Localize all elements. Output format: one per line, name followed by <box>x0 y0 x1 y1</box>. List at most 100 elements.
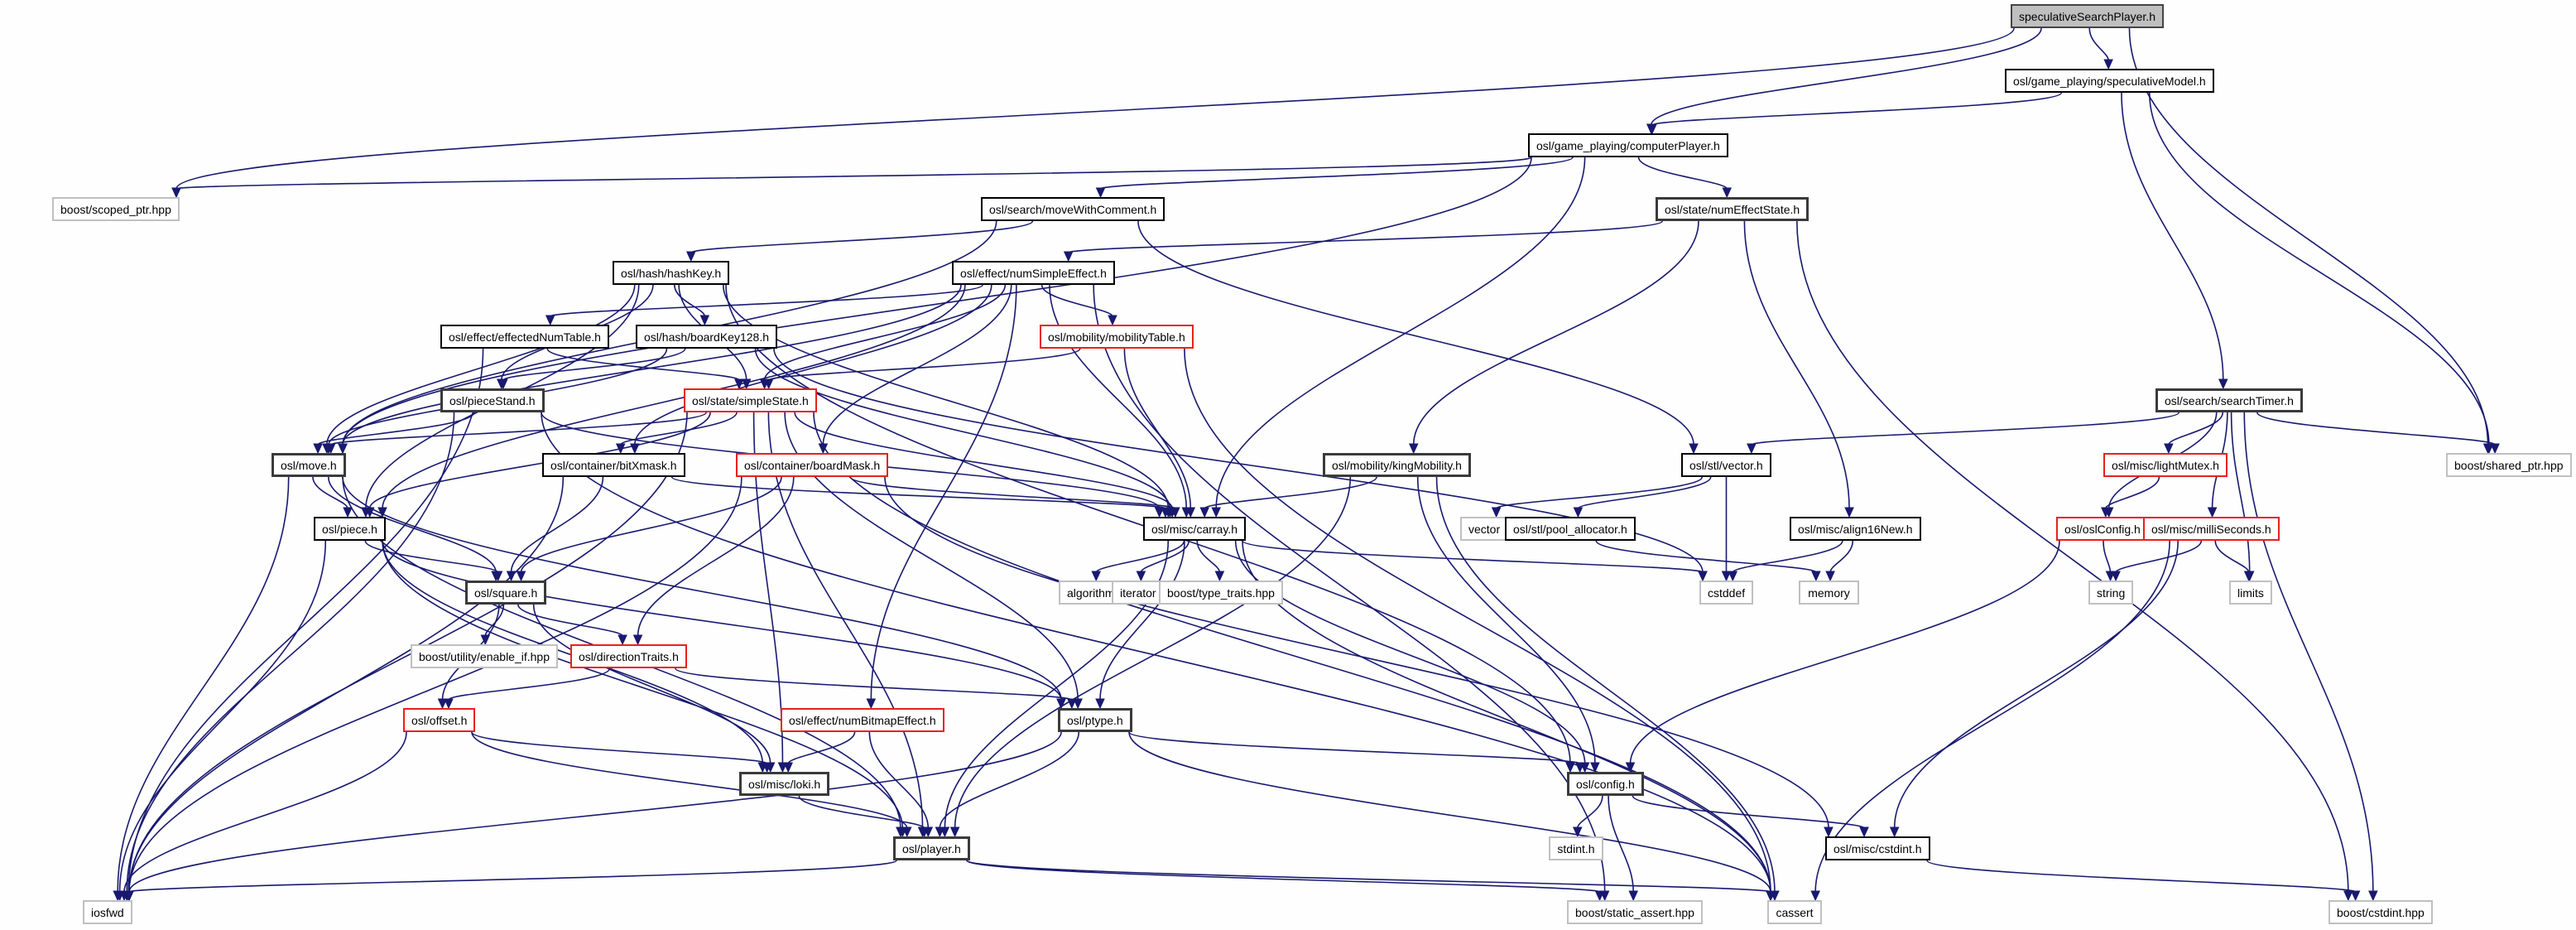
arrowhead-icon <box>1689 443 1699 455</box>
arrowhead-icon <box>2490 443 2500 455</box>
edge-move-to-square <box>328 476 497 573</box>
node-stl-vector[interactable]: osl/stl/vector.h <box>1681 453 1771 477</box>
edge-bitXmask-to-carray <box>670 476 1166 509</box>
edge-square-to-loki <box>532 604 771 764</box>
node-loki[interactable]: osl/misc/loki.h <box>739 772 830 796</box>
node-piece[interactable]: osl/piece.h <box>314 517 386 541</box>
node-offset[interactable]: osl/offset.h <box>403 708 476 732</box>
node-boost-shared-ptr: boost/shared_ptr.hpp <box>2446 453 2572 477</box>
node-osl-config[interactable]: osl/oslConfig.h <box>2056 517 2149 541</box>
node-simple-state[interactable]: osl/state/simpleState.h <box>684 388 817 412</box>
arrowhead-icon <box>1170 507 1180 518</box>
arrowhead-icon <box>1825 571 1835 582</box>
arrowhead-icon <box>1766 890 1776 902</box>
edge-milliSeconds-to-string <box>2115 540 2203 573</box>
node-player[interactable]: osl/player.h <box>893 836 970 860</box>
arrowhead-icon <box>2243 571 2254 582</box>
node-carray[interactable]: osl/misc/carray.h <box>1143 517 1246 541</box>
edge-carray-to-typeTraits <box>1196 540 1221 573</box>
edge-align16New-to-cstddef <box>1732 540 1843 573</box>
node-config[interactable]: osl/config.h <box>1567 772 1644 796</box>
node-misc-cstdint[interactable]: osl/misc/cstdint.h <box>1825 836 1930 860</box>
node-hash-key[interactable]: osl/hash/hashKey.h <box>613 261 730 285</box>
arrowhead-icon <box>866 698 877 710</box>
node-direction-traits[interactable]: osl/directionTraits.h <box>570 644 687 668</box>
edge-kingMobility-to-cassert <box>1435 476 1776 893</box>
node-speculative-model[interactable]: osl/game_playing/speculativeModel.h <box>2005 69 2214 93</box>
arrowhead-icon <box>1063 251 1074 263</box>
edge-piece-to-iosfwd <box>118 540 327 893</box>
node-king-mobility[interactable]: osl/mobility/kingMobility.h <box>1323 453 1471 477</box>
arrowhead-icon <box>935 826 945 838</box>
edge-searchTimer-to-stlVector <box>1751 412 2180 446</box>
arrowhead-icon <box>763 378 774 390</box>
node-std-string: string <box>2088 581 2134 605</box>
arrowhead-icon <box>1136 571 1146 582</box>
node-search-timer[interactable]: osl/search/searchTimer.h <box>2155 388 2303 412</box>
node-effected-num-table[interactable]: osl/effect/effectedNumTable.h <box>440 325 609 349</box>
node-ptype[interactable]: osl/ptype.h <box>1058 708 1132 732</box>
arrowhead-icon <box>498 378 508 390</box>
edge-kingMobility-to-config <box>1416 476 1596 764</box>
arrowhead-icon <box>1572 826 1583 838</box>
arrowhead-icon <box>1625 762 1636 773</box>
arrowhead-icon <box>1161 507 1170 518</box>
edge-specModel-to-sharedPtr <box>2148 92 2490 446</box>
edge-player-to-iosfwd <box>128 860 897 893</box>
node-move[interactable]: osl/move.h <box>272 453 346 477</box>
arrowhead-icon <box>1721 571 1732 582</box>
arrowhead-icon <box>1199 507 1210 518</box>
node-num-effect-state[interactable]: osl/state/numEffectState.h <box>1656 197 1809 221</box>
edge-milliSeconds-to-miscCstdint <box>1893 540 2179 829</box>
node-boost-static-assert: boost/static_assert.hpp <box>1567 900 1703 924</box>
edge-numSimpleEffect-to-numBitmapEffect <box>870 284 1017 701</box>
edge-hashKey-to-boardKey128 <box>674 284 706 317</box>
node-num-bitmap-effect[interactable]: osl/effect/numBitmapEffect.h <box>781 708 944 732</box>
edge-ptype-to-iosfwd <box>128 731 1062 893</box>
node-milli-seconds[interactable]: osl/misc/milliSeconds.h <box>2143 517 2280 541</box>
arrowhead-icon <box>685 251 696 263</box>
edge-numEffectState-to-boostCstdint <box>1796 220 2349 893</box>
node-move-with-comment[interactable]: osl/search/moveWithComment.h <box>981 197 1165 221</box>
node-mobility-table[interactable]: osl/mobility/mobilityTable.h <box>1040 325 1194 349</box>
edge-bitXmask-to-square <box>510 476 604 573</box>
node-square[interactable]: osl/square.h <box>465 581 547 605</box>
arrowhead-icon <box>2368 890 2378 902</box>
edge-searchTimer-to-boostCstdint <box>2243 412 2374 893</box>
edge-carray-to-ptype <box>1099 540 1185 701</box>
edge-boardMask-to-carray <box>849 476 1176 509</box>
node-light-mutex[interactable]: osl/misc/lightMutex.h <box>2103 453 2228 477</box>
arrowhead-icon <box>1859 826 1869 838</box>
arrowhead-icon <box>762 762 772 773</box>
edge-offset-to-loki <box>471 731 768 764</box>
node-pool-allocator[interactable]: osl/stl/pool_allocator.h <box>1505 517 1636 541</box>
node-computer-player[interactable]: osl/game_playing/computerPlayer.h <box>1528 133 1728 157</box>
arrowhead-icon <box>1408 443 1419 455</box>
node-std-cstddef: cstddef <box>1699 581 1754 605</box>
arrowhead-icon <box>2101 507 2111 518</box>
edge-oslConfig-to-config <box>1629 540 2060 764</box>
edge-numEffectState-to-align16New <box>1743 220 1850 509</box>
edge-numSimpleEffect-to-mobilityTable <box>1040 284 1113 317</box>
node-std-iosfwd: iosfwd <box>83 900 132 924</box>
edge-boardKey128-to-carray <box>754 348 1171 509</box>
edge-moveWithComment-to-hashKey <box>690 220 1034 253</box>
edge-numSimpleEffect-to-effectedNumTable <box>549 284 983 317</box>
node-board-key-128[interactable]: osl/hash/boardKey128.h <box>636 325 777 349</box>
node-piece-stand[interactable]: osl/pieceStand.h <box>440 388 545 412</box>
node-speculative-search-player: speculativeSearchPlayer.h <box>2011 4 2164 28</box>
node-num-simple-effect[interactable]: osl/effect/numSimpleEffect.h <box>952 261 1115 285</box>
node-board-mask[interactable]: osl/container/boardMask.h <box>736 453 889 477</box>
arrowhead-icon <box>2484 443 2494 455</box>
node-bit-xmask[interactable]: osl/container/bitXmask.h <box>542 453 685 477</box>
arrowhead-icon <box>734 378 744 390</box>
arrowhead-icon <box>2350 890 2361 902</box>
arrowhead-icon <box>1647 123 1657 135</box>
node-align16-new[interactable]: osl/misc/align16New.h <box>1790 517 1921 541</box>
edge-boardMask-to-square <box>520 476 782 573</box>
edge-stlVector-to-vector <box>1495 476 1704 509</box>
edge-root-to-computerPlayer <box>1650 27 2042 126</box>
arrowhead-icon <box>1590 762 1600 773</box>
arrowhead-icon <box>1698 571 1708 582</box>
edge-numEffectState-to-numSimpleEffect <box>1067 220 1663 253</box>
